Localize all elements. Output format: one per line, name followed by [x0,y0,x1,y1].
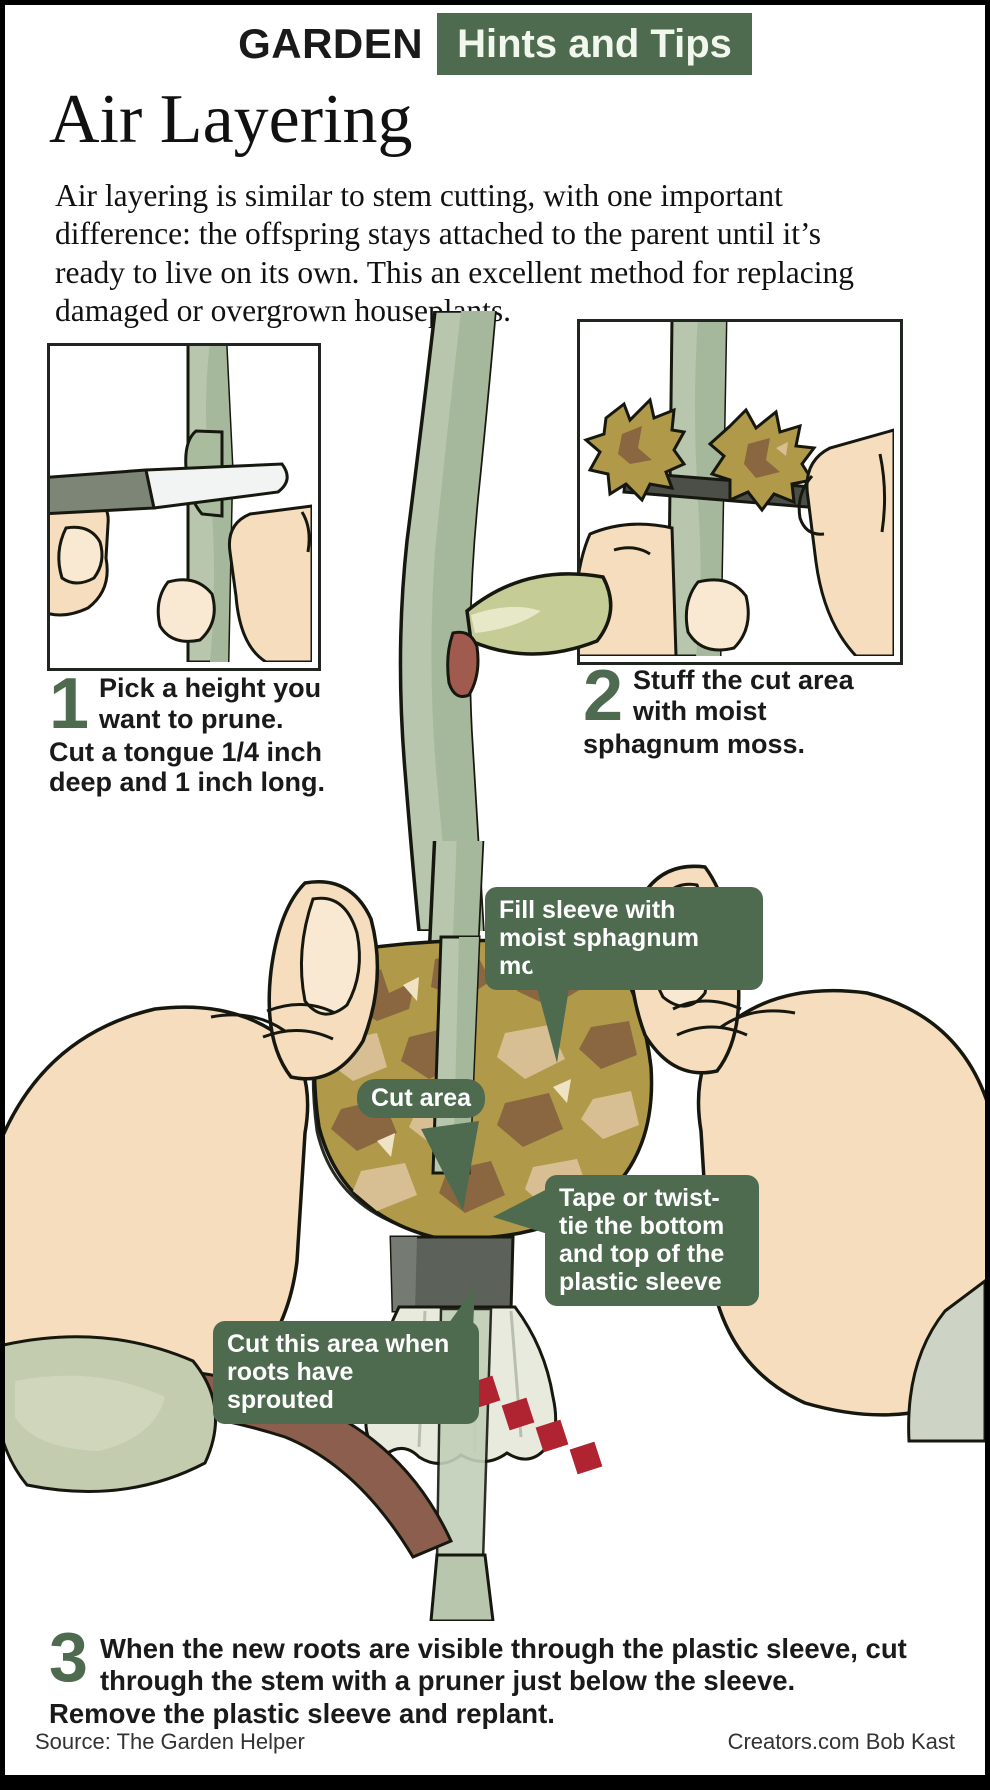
step-2-caption: 2 Stuff the cut area with moist sphagnum… [583,656,913,759]
step-3-caption: 3 When the new roots are visible through… [49,1622,949,1730]
callout-fill-sleeve: Fill sleeve with moist sphagnum moss [485,887,763,990]
footer-credit: Creators.com Bob Kast [727,1729,955,1754]
tape-band [389,1235,515,1313]
step-1-caption: 1 Pick a height you want to prune. Cut a… [49,664,379,798]
step-3-lead: When the new roots are visible through t… [99,1633,907,1696]
step-1-rest: Cut a tongue 1/4 inch deep and 1 inch lo… [49,736,326,798]
moss-clump-icon [583,397,687,503]
central-plant-stem [398,311,613,931]
leaf-shape [465,572,613,656]
moss-clump-icon [707,407,817,513]
callout-cut-area-pointer [421,1121,479,1211]
header-tab: Hints and Tips [437,13,752,75]
stuffing-moss-illustration [580,322,896,658]
footer-source: Source: The Garden Helper [35,1729,305,1754]
bottom-bar [5,1775,985,1785]
step-1-lead: Pick a height you want to prune. [99,673,322,734]
step-3-number: 3 [49,1618,88,1696]
knife-cutting-stem-illustration [50,346,314,664]
step-2-number: 2 [583,656,624,736]
callout-tape-twist-tie: Tape or twist-tie the bottom and top of … [545,1175,759,1306]
intro-paragraph: Air layering is similar to stem cutting,… [55,178,854,329]
callout-fill-sleeve-pointer [527,951,575,1063]
hand-icon [5,880,380,1415]
header-kicker: GARDEN [238,20,424,67]
page-title: Air Layering [49,81,413,158]
step-1-number: 1 [49,664,90,744]
illustration-panel-step-2 [577,319,903,665]
callout-cut-area: Cut area [357,1079,486,1118]
illustration-panel-step-1 [47,343,321,671]
header-bar: GARDEN Hints and Tips [5,13,985,75]
step-2-lead: Stuff the cut area with moist [633,665,854,726]
callout-tape-pointer [493,1187,551,1235]
callout-cut-roots: Cut this area when roots have sprouted [213,1321,479,1424]
step-3-rest: Remove the plastic sleeve and replant. [49,1697,555,1729]
step-2-rest: sphagnum moss. [583,728,806,759]
